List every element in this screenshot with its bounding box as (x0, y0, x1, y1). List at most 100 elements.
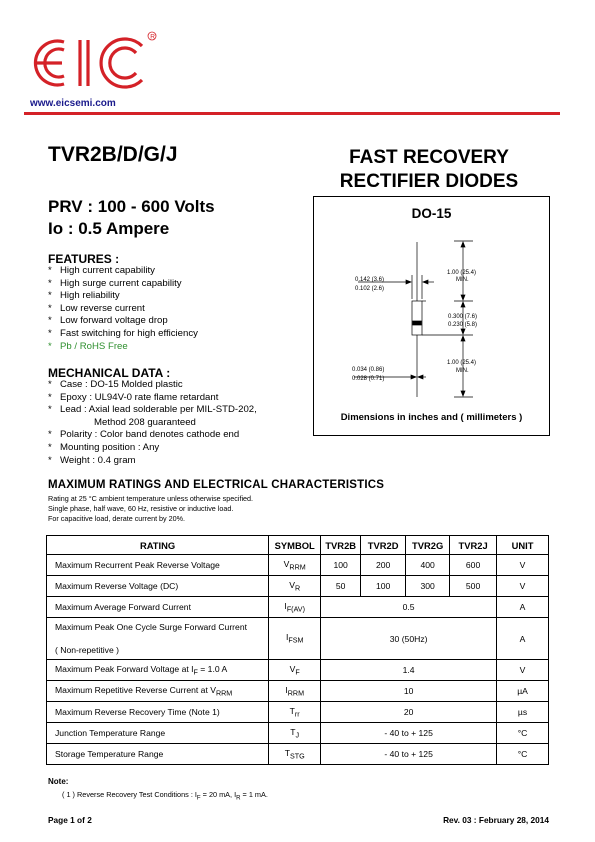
title-line-1: FAST RECOVERY (349, 147, 509, 168)
do15-outline-drawing: 1.00 (25.4) MIN. 0.142 (3.6) 0.102 (2.6)… (352, 240, 477, 398)
rating-symbol: VF (268, 659, 322, 681)
table-header-row: RATING SYMBOL TVR2B TVR2D TVR2G TVR2J UN… (45, 535, 549, 555)
value-tvr2j: 500 (449, 575, 498, 597)
table-row: Maximum Reverse Voltage (DC) VR 50 100 3… (45, 575, 549, 597)
condition-line: Rating at 25 °C ambient temperature unle… (48, 494, 254, 503)
rating-unit: V (496, 659, 549, 681)
lead-diameter-max: 0.034 (0.86) (352, 367, 384, 373)
rating-symbol: TSTG (268, 743, 322, 765)
list-item: *Weight : 0.4 gram (48, 454, 136, 466)
rating-value: 10 (320, 680, 498, 702)
note-1: ( 1 ) Reverse Recovery Test Conditions :… (62, 790, 268, 802)
lead-diameter-min: 0.028 (0.71) (352, 376, 384, 382)
value-tvr2d: 100 (360, 575, 407, 597)
condition-line: Single phase, half wave, 60 Hz, resistiv… (48, 504, 234, 513)
document-title: FAST RECOVERY RECTIFIER DIODES (308, 146, 550, 194)
rating-desc: Junction Temperature Range (45, 722, 270, 744)
eic-logo: R (33, 31, 157, 89)
rating-unit: V (496, 554, 549, 576)
rating-symbol: TJ (268, 722, 322, 744)
rating-desc: Maximum Peak Forward Voltage at IF = 1.0… (45, 659, 270, 681)
col-tvr2d: TVR2D (360, 535, 407, 555)
col-rating: RATING (45, 535, 270, 555)
value-tvr2b: 100 (320, 554, 362, 576)
rating-symbol: IFSM (268, 617, 322, 660)
dimensions-caption: Dimensions in inches and ( millimeters ) (340, 412, 523, 423)
col-unit: UNIT (496, 535, 549, 555)
mechanical-heading: MECHANICAL DATA : (48, 366, 171, 380)
value-tvr2g: 400 (405, 554, 451, 576)
body-length-max: 0.300 (7.6) (448, 314, 477, 320)
rating-desc: Maximum Repetitive Reverse Current at VR… (45, 680, 270, 702)
list-item: *Lead : Axial lead solderable per MIL-ST… (48, 404, 257, 416)
list-item: *Case : DO-15 Molded plastic (48, 379, 183, 390)
package-name: DO-15 (411, 206, 452, 221)
rating-desc: Storage Temperature Range (45, 743, 270, 765)
rating-desc: Maximum Reverse Recovery Time (Note 1) (45, 701, 270, 723)
rating-unit: °C (496, 743, 549, 765)
table-row: Junction Temperature Range TJ - 40 to + … (45, 722, 549, 744)
table-row: Maximum Peak One Cycle Surge Forward Cur… (45, 617, 549, 660)
page-number: Page 1 of 2 (48, 815, 92, 825)
prv-spec: PRV : 100 - 600 Volts (48, 197, 215, 216)
title-line-2: RECTIFIER DIODES (339, 171, 519, 192)
col-tvr2b: TVR2B (320, 535, 362, 555)
lead-bottom-min-label: MIN. (456, 368, 469, 374)
value-tvr2b: 50 (320, 575, 362, 597)
rating-unit: µs (496, 701, 549, 723)
list-item: *Epoxy : UL94V-0 rate flame retardant (48, 391, 219, 403)
list-item-rohs: *Pb / RoHS Free (48, 340, 128, 352)
value-tvr2j: 600 (449, 554, 498, 576)
website-link[interactable]: www.eicsemi.com (30, 98, 116, 109)
table-row: Maximum Recurrent Peak Reverse Voltage V… (45, 554, 549, 576)
list-item: *Low reverse current (48, 302, 145, 314)
rating-desc: Maximum Reverse Voltage (DC) (45, 575, 270, 597)
rating-symbol: VRRM (268, 554, 322, 576)
list-item: *High surge current capability (48, 277, 182, 289)
key-specs: PRV : 100 - 600 Volts Io : 0.5 Ampere (48, 196, 215, 240)
svg-text:R: R (150, 33, 155, 40)
list-item: *High current capability (48, 265, 155, 276)
rating-symbol: IRRM (268, 680, 322, 702)
rating-desc: Maximum Peak One Cycle Surge Forward Cur… (45, 617, 270, 660)
rating-symbol: VR (268, 575, 322, 597)
package-diagram-box: 1.00 (25.4) MIN. 0.142 (3.6) 0.102 (2.6)… (313, 196, 550, 436)
header-divider (24, 112, 560, 115)
body-diameter-min: 0.102 (2.6) (355, 286, 384, 292)
list-item: *Polarity : Color band denotes cathode e… (48, 429, 240, 441)
mechanical-list: *Case : DO-15 Molded plastic *Epoxy : UL… (48, 379, 257, 467)
rating-value: - 40 to + 125 (320, 743, 498, 765)
rating-unit: A (496, 596, 549, 618)
condition-line: For capacitive load, derate current by 2… (48, 514, 186, 523)
features-list: *High current capability *High surge cur… (48, 265, 198, 353)
body-diameter-max: 0.142 (3.6) (355, 277, 384, 283)
rating-value: 0.5 (320, 596, 498, 618)
rating-unit: V (496, 575, 549, 597)
rating-symbol: IF(AV) (268, 596, 322, 618)
rating-desc: Maximum Recurrent Peak Reverse Voltage (45, 554, 270, 576)
ratings-heading: MAXIMUM RATINGS AND ELECTRICAL CHARACTER… (48, 479, 385, 491)
rating-value: 1.4 (320, 659, 498, 681)
list-item-continued: Method 208 guaranteed (94, 416, 196, 428)
rating-symbol: Trr (268, 701, 322, 723)
table-row: Maximum Reverse Recovery Time (Note 1) T… (45, 701, 549, 723)
list-item: *Fast switching for high efficiency (48, 327, 198, 339)
table-row: Maximum Average Forward Current IF(AV) 0… (45, 596, 549, 618)
rating-value: 30 (50Hz) (320, 617, 498, 660)
ratings-table: RATING SYMBOL TVR2B TVR2D TVR2G TVR2J UN… (45, 535, 549, 765)
table-row: Maximum Repetitive Reverse Current at VR… (45, 680, 549, 702)
list-item: *High reliability (48, 290, 120, 302)
list-item: *Mounting position : Any (48, 441, 160, 453)
part-number: TVR2B/D/G/J (48, 143, 178, 166)
lead-top-min-label: MIN. (456, 277, 469, 283)
rating-unit: °C (496, 722, 549, 744)
table-row: Maximum Peak Forward Voltage at IF = 1.0… (45, 659, 549, 681)
features-heading: FEATURES : (48, 252, 120, 266)
col-tvr2g: TVR2G (405, 535, 451, 555)
rating-value: 20 (320, 701, 498, 723)
col-symbol: SYMBOL (268, 535, 322, 555)
rating-desc: Maximum Average Forward Current (45, 596, 270, 618)
rating-value: - 40 to + 125 (320, 722, 498, 744)
body-length-min: 0.230 (5.8) (448, 322, 477, 328)
rating-conditions: Rating at 25 °C ambient temperature unle… (48, 494, 253, 524)
